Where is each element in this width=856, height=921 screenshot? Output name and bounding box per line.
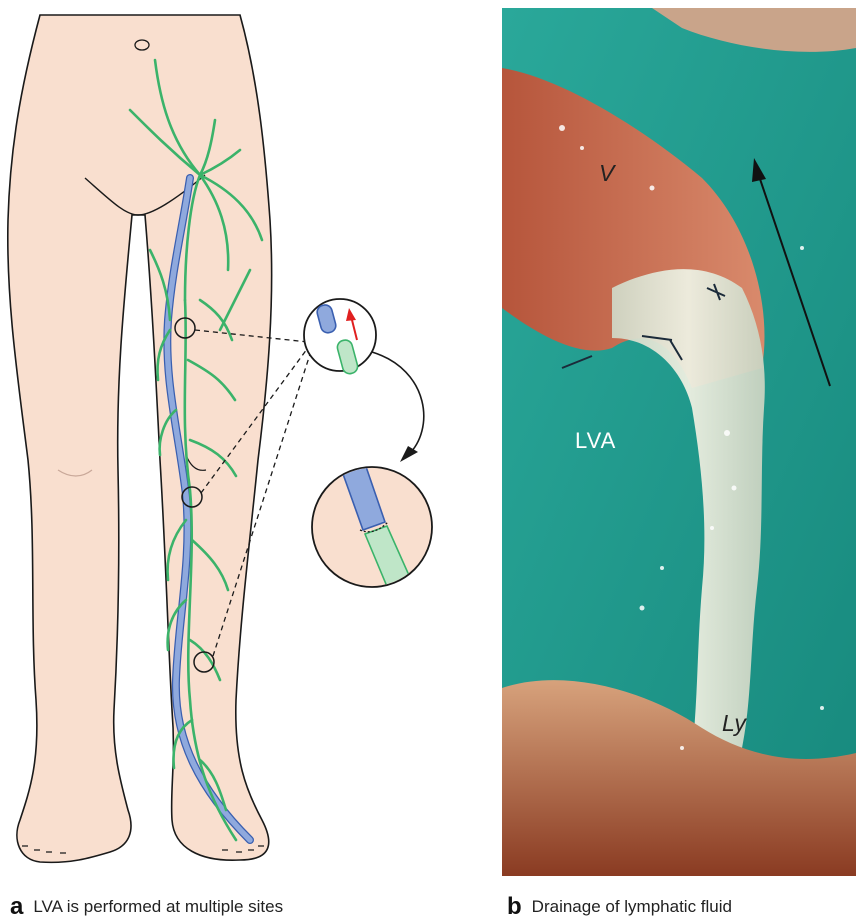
- lymphatic-label: Ly: [722, 710, 746, 737]
- lva-label: LVA: [575, 428, 616, 454]
- leg-illustration: [0, 0, 480, 880]
- caption-a: a LVA is performed at multiple sites: [10, 893, 283, 921]
- surgical-photo-panel: V LVA Ly: [502, 8, 856, 876]
- caption-b-text: Drainage of lymphatic fluid: [532, 897, 732, 916]
- vein-label: V: [599, 160, 614, 187]
- caption-a-letter: a: [10, 893, 23, 920]
- curved-arrow-head: [400, 446, 418, 462]
- caption-b-letter: b: [507, 893, 522, 920]
- leg-illustration-panel: [0, 0, 480, 880]
- caption-a-text: LVA is performed at multiple sites: [33, 897, 283, 916]
- caption-b: b Drainage of lymphatic fluid: [507, 893, 732, 921]
- body-silhouette: [8, 15, 272, 862]
- curved-arrow: [372, 352, 424, 455]
- surgical-photo: [502, 8, 856, 876]
